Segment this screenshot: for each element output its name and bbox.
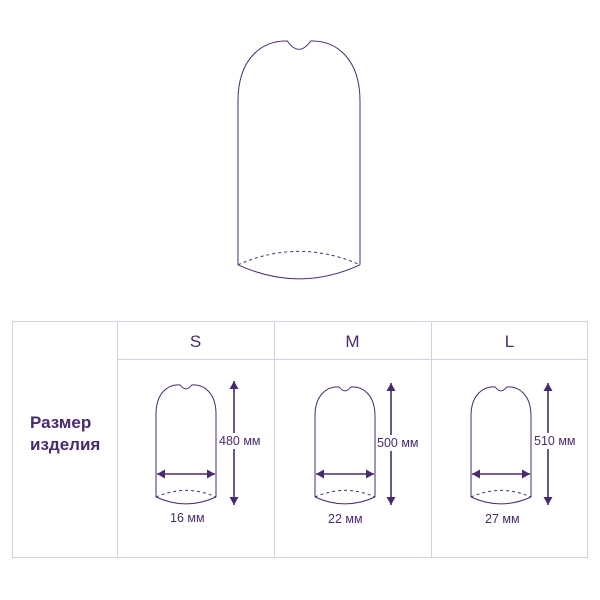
product-s-diameter-arrow-head-end: [207, 469, 215, 479]
size-header-l: L: [504, 332, 515, 351]
product-m-hidden-rim: [314, 489, 376, 498]
product-s-hidden-rim: [155, 489, 217, 498]
product-m-length-arrow-head-start: [386, 383, 396, 391]
product-s-bottom-rim: [155, 496, 217, 505]
product-l-length-arrow-head-end: [543, 497, 553, 505]
size-header-s: S: [189, 332, 202, 351]
diameter-label-m: 22 мм: [328, 512, 363, 526]
product-m-outline: [314, 386, 376, 497]
diameter-label-s: 16 мм: [170, 511, 205, 525]
size-table-grid: [12, 321, 588, 558]
size-header-m: M: [345, 332, 360, 351]
product-m-bottom-rim: [314, 496, 376, 505]
product-m-diameter-arrow-head-start: [316, 469, 324, 479]
product-m-diameter-arrow-head-end: [366, 469, 374, 479]
product-m-length-arrow-head-end: [386, 497, 396, 505]
length-label-l: 510 мм: [534, 433, 576, 449]
product-l-diameter-arrow-head-end: [522, 469, 530, 479]
product-l-bottom-rim: [470, 496, 532, 505]
product-l-hidden-rim: [470, 489, 532, 498]
table-border: [12, 321, 588, 558]
product-s-diameter-arrow-head-start: [157, 469, 165, 479]
product-s-length-arrow-head-end: [229, 497, 239, 505]
product-l-length-arrow-head-start: [543, 383, 553, 391]
diameter-label-l: 27 мм: [485, 512, 520, 526]
length-label-s: 480 мм: [219, 433, 261, 449]
main-product-hidden-rim: [237, 250, 361, 266]
product-s-outline: [155, 384, 217, 497]
product-s-length-arrow-head-start: [229, 381, 239, 389]
main-product-outline: [237, 40, 361, 265]
product-l-diameter-arrow-head-start: [472, 469, 480, 479]
product-l-outline: [470, 386, 532, 497]
row-label-line-2: изделия: [30, 435, 101, 454]
row-label: Размер изделия: [30, 412, 100, 456]
main-product-bottom-rim: [237, 264, 361, 280]
row-label-line-1: Размер: [30, 413, 92, 432]
length-label-m: 500 мм: [377, 435, 419, 451]
